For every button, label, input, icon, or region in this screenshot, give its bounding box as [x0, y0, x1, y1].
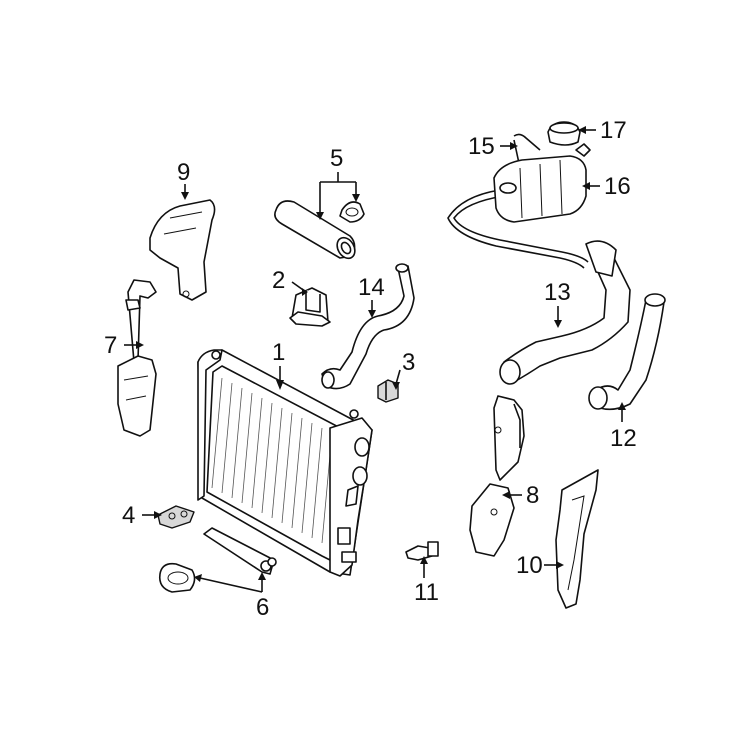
bracket-plate [157, 505, 195, 529]
sensor [377, 379, 399, 403]
coolant-hose [499, 240, 631, 385]
callout-8: 8 [526, 482, 539, 509]
callout-14: 14 [358, 274, 385, 301]
upper-hose [274, 200, 356, 260]
radiator-mount-bracket [289, 287, 331, 327]
bypass-hose [321, 263, 415, 390]
side-deflector [555, 469, 599, 609]
right-air-guide [469, 395, 525, 557]
lower-hose [588, 293, 666, 411]
callout-4: 4 [122, 502, 135, 529]
callout-15: 15 [468, 133, 495, 160]
drain-plug [405, 541, 439, 561]
callout-11: 11 [414, 579, 439, 606]
seal-strip [203, 527, 277, 575]
callout-13: 13 [544, 279, 571, 306]
callout-16: 16 [604, 173, 631, 200]
reservoir-cap [547, 121, 581, 146]
callout-12: 12 [610, 425, 637, 452]
callout-17: 17 [600, 117, 627, 144]
callout-6: 6 [256, 594, 269, 621]
callout-9: 9 [177, 159, 190, 186]
callout-labels: 1 2 3 4 5 6 7 8 9 10 11 12 13 14 15 16 1… [104, 117, 637, 621]
upper-air-deflector [149, 199, 216, 301]
callout-3: 3 [402, 349, 415, 376]
radiator [197, 349, 373, 577]
leader-lines [124, 126, 626, 593]
callout-1: 1 [272, 339, 285, 366]
callout-10: 10 [516, 552, 543, 579]
coolant-reservoir [493, 143, 591, 223]
callout-5: 5 [330, 145, 343, 172]
left-air-guide [117, 279, 157, 437]
gasket [339, 201, 365, 223]
callout-2: 2 [272, 267, 285, 294]
seal-ring [158, 562, 196, 593]
callout-7: 7 [104, 332, 117, 359]
